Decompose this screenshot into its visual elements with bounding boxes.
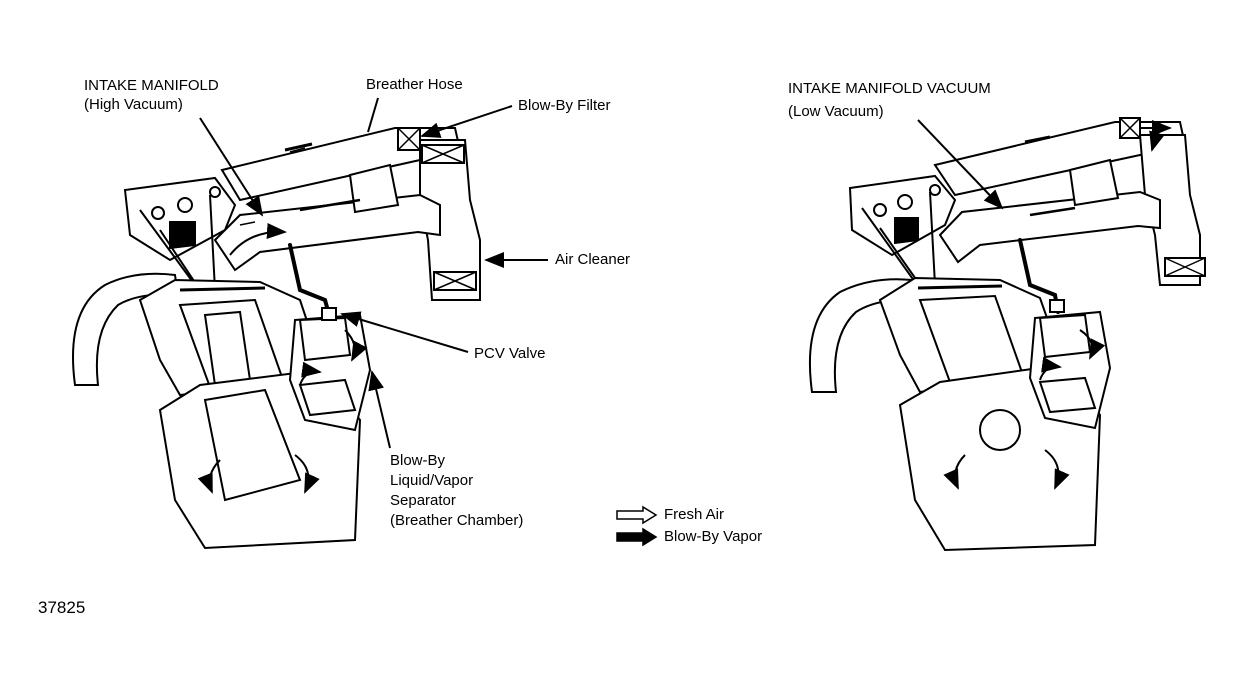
left-intake-manifold-subtitle: (High Vacuum) <box>84 96 183 113</box>
left-engine-illustration <box>72 127 481 550</box>
blow-by-vapor-legend-icon <box>616 527 658 547</box>
left-intake-manifold-title: INTAKE MANIFOLD <box>84 77 219 94</box>
blow-by-filter-label: Blow-By Filter <box>518 97 611 114</box>
separator-label-line-2: Liquid/Vapor <box>390 472 474 489</box>
right-leader-lines <box>917 119 1004 210</box>
fresh-air-legend-icon <box>616 505 658 525</box>
breather-hose-label: Breather Hose <box>366 76 463 93</box>
left-leader-lines <box>199 97 548 449</box>
right-engine-illustration <box>808 117 1206 552</box>
figure-number: 37825 <box>38 598 86 617</box>
right-intake-manifold-title: INTAKE MANIFOLD VACUUM <box>788 80 991 97</box>
separator-label-line-4: (Breather Chamber) <box>390 512 524 529</box>
air-cleaner-label: Air Cleaner <box>555 251 631 268</box>
pcv-valve-label: PCV Valve <box>474 345 546 362</box>
separator-label-line-1: Blow-By <box>390 452 446 469</box>
right-intake-manifold-subtitle: (Low Vacuum) <box>788 103 884 120</box>
separator-label-line-3: Separator <box>390 492 456 509</box>
fresh-air-legend-label: Fresh Air <box>664 506 725 523</box>
blow-by-vapor-legend-label: Blow-By Vapor <box>664 528 763 545</box>
